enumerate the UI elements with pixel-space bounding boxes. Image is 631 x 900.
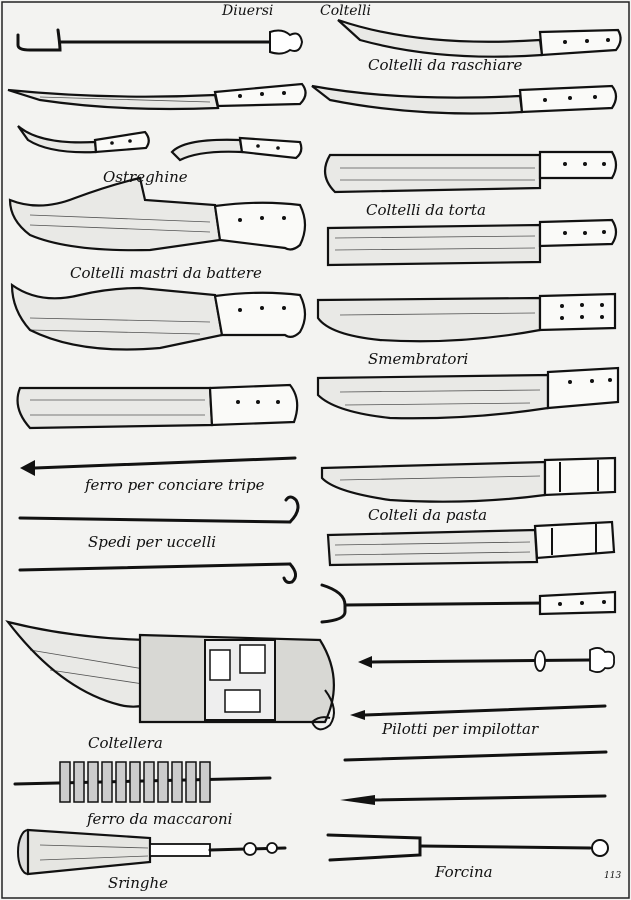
label-coltellera: Coltellera <box>88 734 163 752</box>
page-number: 113 <box>604 871 622 881</box>
label-coltelli: Coltelli <box>320 3 371 19</box>
ostreghine-knife-2 <box>170 136 303 162</box>
pastry-knife-2 <box>326 520 616 567</box>
label-raschiare: Coltelli da raschiare <box>368 56 523 74</box>
knife-left-rounded <box>16 383 299 430</box>
larding-rod-3 <box>343 750 608 762</box>
macaroni-iron <box>13 761 272 803</box>
scraping-knife <box>311 84 618 115</box>
ostreghine-knife-1 <box>17 125 150 154</box>
cleaver-mastri-1 <box>8 176 307 252</box>
cleaver-mastri-2 <box>10 282 307 351</box>
bird-spit-1 <box>18 495 300 524</box>
label-torta: Coltelli da torta <box>366 201 486 219</box>
pastry-knife-1 <box>320 456 617 503</box>
fork-right <box>320 583 617 624</box>
tripe-iron <box>20 456 297 476</box>
syringe <box>17 828 287 876</box>
bird-spit-2 <box>18 562 297 584</box>
knife-case <box>5 620 335 731</box>
fork-top-left <box>16 28 304 55</box>
label-diversi: Diuersi <box>222 3 274 19</box>
knife-left-2 <box>7 82 307 111</box>
label-forcina: Forcina <box>435 863 493 881</box>
label-maccaroni: ferro da maccaroni <box>87 810 233 828</box>
larding-rod-1 <box>358 647 615 673</box>
label-spedi: Spedi per uccelli <box>88 533 217 551</box>
label-trippe: ferro per conciare tripe <box>85 476 265 494</box>
larding-rod-4 <box>340 794 607 805</box>
forcina-tool <box>326 833 609 862</box>
dismembering-knife-2 <box>316 366 620 420</box>
label-ostreghine: Ostreghine <box>103 168 188 186</box>
label-pasta: Colteli da pasta <box>368 506 488 524</box>
knife-right-1 <box>337 18 622 58</box>
cake-knife-1 <box>323 150 618 194</box>
label-pilotti: Pilotti per impilottar <box>382 720 539 738</box>
cake-knife-2 <box>326 218 618 267</box>
dismembering-knife-1 <box>316 292 617 343</box>
label-sringhe: Sringhe <box>108 874 169 892</box>
label-smembratori: Smembratori <box>368 350 469 368</box>
label-mastri: Coltelli mastri da battere <box>70 264 262 282</box>
larding-rod-2 <box>350 704 607 720</box>
